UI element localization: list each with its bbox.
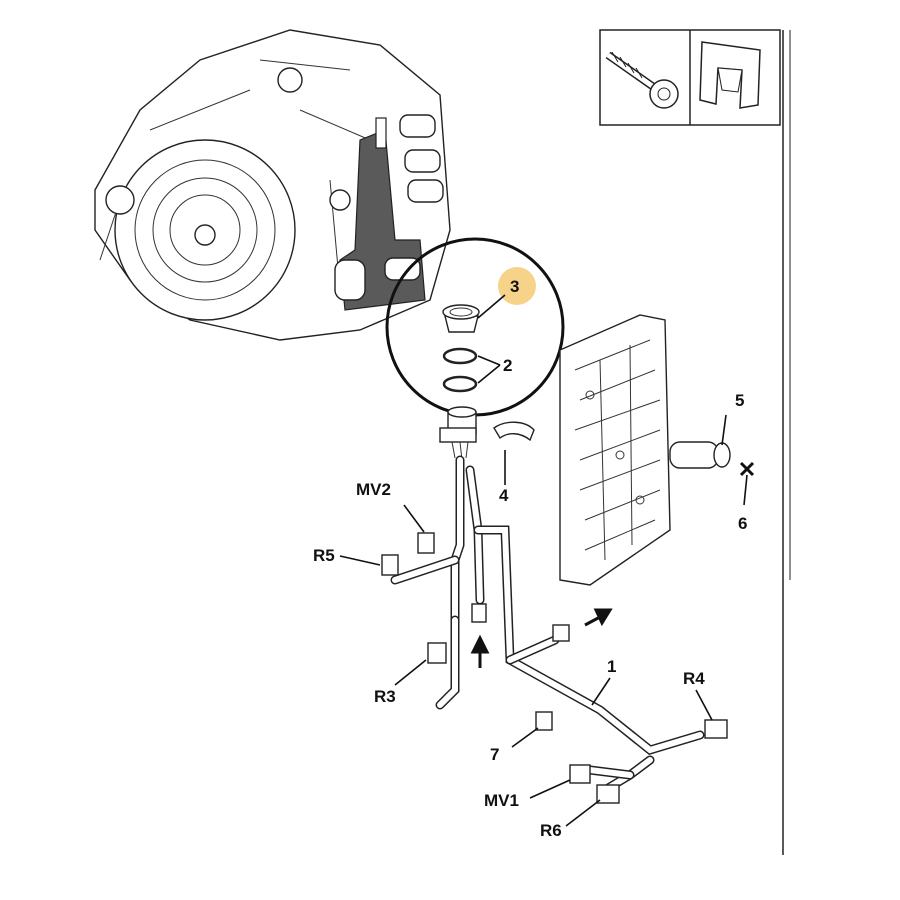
part-3-seal-cap [442, 304, 480, 333]
connector-mv1 [569, 764, 591, 784]
callout-r5: R5 [313, 546, 335, 565]
clip-icon [699, 41, 761, 109]
callout-mv1: MV1 [484, 791, 519, 810]
callout-2: 2 [503, 356, 512, 375]
bolt-icon [605, 51, 679, 109]
callout-r6: R6 [540, 821, 562, 840]
callout-r3: R3 [374, 687, 396, 706]
part-5-sensor [669, 441, 731, 469]
cross-icon [739, 461, 755, 477]
callout-5: 5 [735, 391, 744, 410]
callout-4: 4 [499, 486, 509, 505]
valve-body-plate [559, 314, 671, 586]
callout-mv2: MV2 [356, 480, 391, 499]
valve-housing [334, 114, 444, 311]
callout-6: 6 [738, 514, 747, 533]
connector-mv2 [417, 532, 435, 554]
callout-3-highlight [498, 267, 536, 305]
leader-lines [339, 294, 748, 827]
part-7-marker [535, 711, 553, 731]
solenoid-group [334, 114, 444, 301]
part-4-clip [493, 421, 535, 442]
callout-3: 3 [510, 277, 519, 296]
callout-labels: 3 2 4 5 6 MV2 R5 R3 1 R4 7 MV1 R6 [313, 277, 747, 840]
connector-r4 [704, 719, 728, 739]
connector-r5 [381, 554, 399, 576]
connector-r3 [427, 642, 447, 664]
page-border [782, 30, 791, 855]
callout-7: 7 [490, 745, 499, 764]
inset-box [599, 29, 781, 126]
callout-1: 1 [607, 657, 616, 676]
connector-mid [471, 603, 487, 623]
arrow-icon [584, 608, 613, 627]
connector-plug [439, 406, 477, 461]
wiring-harness [381, 455, 728, 804]
callout-r4: R4 [683, 669, 705, 688]
part-2-o-rings [442, 347, 478, 393]
connector-right [552, 624, 570, 642]
connector-r6 [596, 784, 620, 804]
arrow-icon [470, 634, 490, 668]
